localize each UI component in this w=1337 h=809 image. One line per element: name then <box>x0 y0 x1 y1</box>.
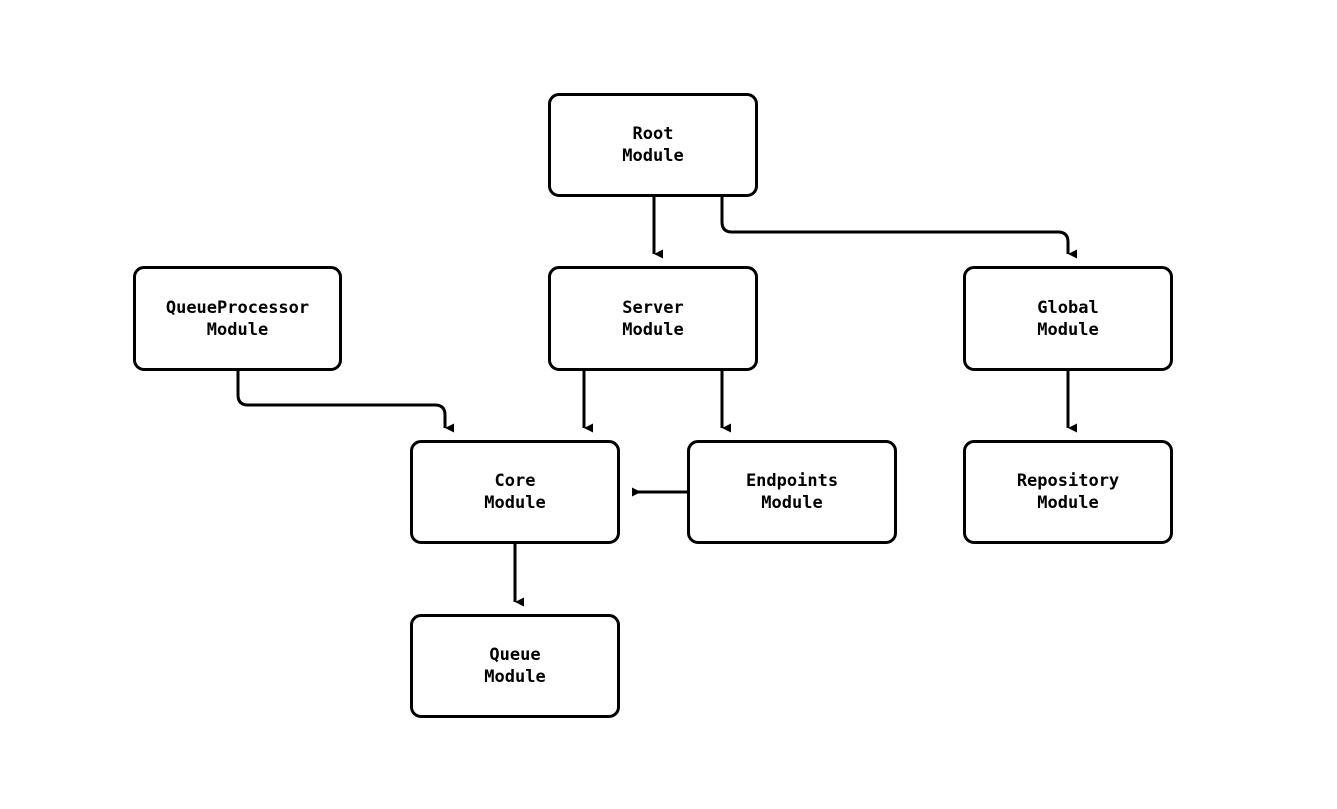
edge-queueprocessor-core <box>236 371 454 433</box>
node-core-module-label: Core Module <box>484 471 546 513</box>
node-server-module-label: Server Module <box>622 297 684 340</box>
node-global-module[interactable]: Global Module <box>963 266 1173 371</box>
node-queue-module-label: Queue Module <box>484 645 546 687</box>
edge-root-global <box>720 197 1077 259</box>
node-queue-module[interactable]: Queue Module <box>410 614 620 718</box>
node-queueprocessor-module[interactable]: QueueProcessor Module <box>133 266 342 371</box>
node-server-module[interactable]: Server Module <box>548 266 758 371</box>
node-queueprocessor-module-label: QueueProcessor Module <box>165 297 310 340</box>
node-endpoints-module[interactable]: Endpoints Module <box>687 440 897 544</box>
node-root-module-label: Root Module <box>622 124 684 166</box>
node-repository-module-label: Repository Module <box>1016 471 1120 513</box>
node-repository-module[interactable]: Repository Module <box>963 440 1173 544</box>
node-endpoints-module-label: Endpoints Module <box>745 471 839 513</box>
node-global-module-label: Global Module <box>1037 297 1099 340</box>
node-core-module[interactable]: Core Module <box>410 440 620 544</box>
node-root-module[interactable]: Root Module <box>548 93 758 197</box>
